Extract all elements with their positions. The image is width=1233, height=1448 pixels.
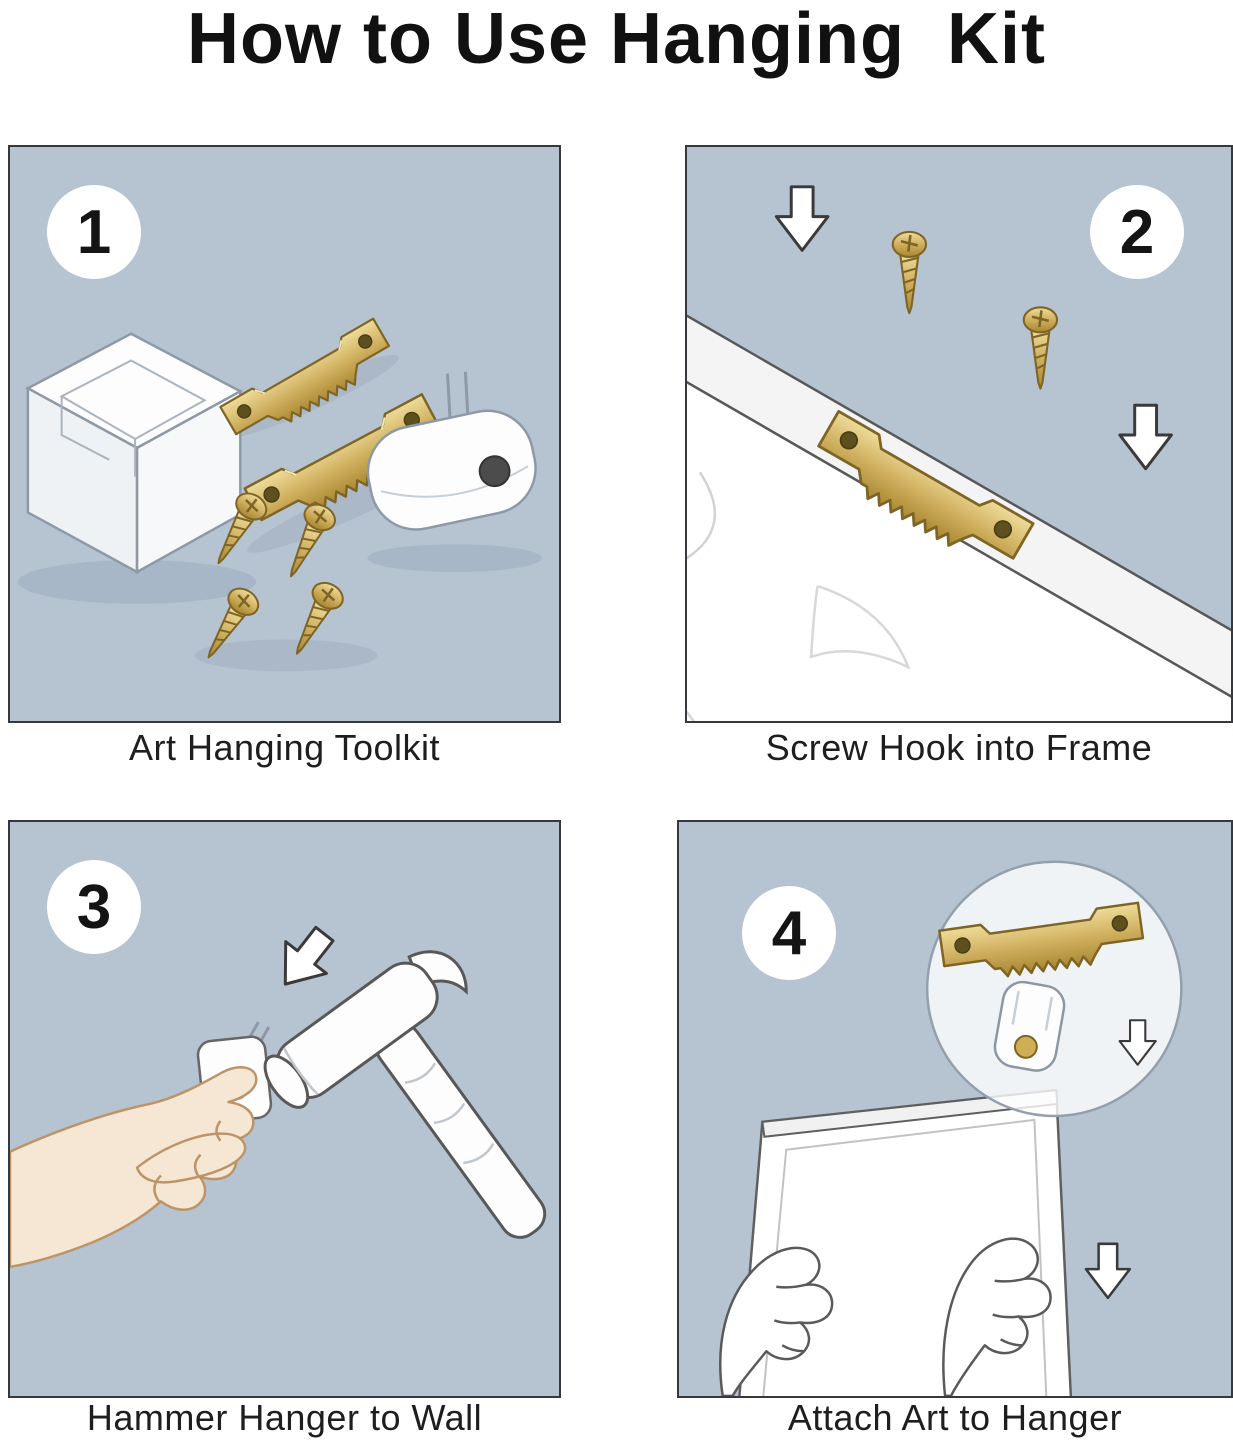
hand-illustration — [10, 1066, 258, 1269]
step-number-badge: 4 — [742, 886, 836, 980]
step-4-caption: Attach Art to Hanger — [787, 1397, 1123, 1438]
step-4-panel: 4 — [677, 820, 1233, 1398]
step-number-badge: 2 — [1090, 185, 1184, 279]
hand-illustration — [719, 1237, 1052, 1396]
down-arrow-icon — [1118, 403, 1173, 471]
step-4-illustration — [719, 860, 1183, 1396]
step-2-illustration — [687, 185, 1231, 721]
storage-box-illustration — [25, 332, 243, 575]
wall-hook-illustration — [366, 371, 537, 531]
step-1-caption: Art Hanging Toolkit — [129, 727, 440, 768]
screws-illustration — [891, 230, 1059, 390]
hammer-illustration — [263, 950, 547, 1239]
step-3-caption: Hammer Hanger to Wall — [86, 1397, 483, 1438]
step-number-badge: 3 — [47, 860, 141, 954]
step-number-badge: 1 — [47, 185, 141, 279]
down-arrow-icon — [263, 916, 347, 1002]
down-arrow-icon — [1084, 1242, 1132, 1300]
magnifier-circle — [925, 860, 1183, 1118]
page-title: How to Use Hanging Kit — [187, 0, 1046, 79]
wall-hook-illustration — [993, 980, 1066, 1072]
down-arrow-icon — [774, 185, 830, 252]
frame-board-illustration — [687, 269, 1231, 721]
step-3-illustration — [10, 916, 547, 1269]
step-1-illustration — [17, 317, 543, 672]
step-3-panel: 3 — [8, 820, 561, 1398]
step-1-panel: 1 — [8, 145, 561, 723]
step-2-caption: Screw Hook into Frame — [765, 727, 1153, 768]
step-2-panel: 2 — [685, 145, 1233, 723]
